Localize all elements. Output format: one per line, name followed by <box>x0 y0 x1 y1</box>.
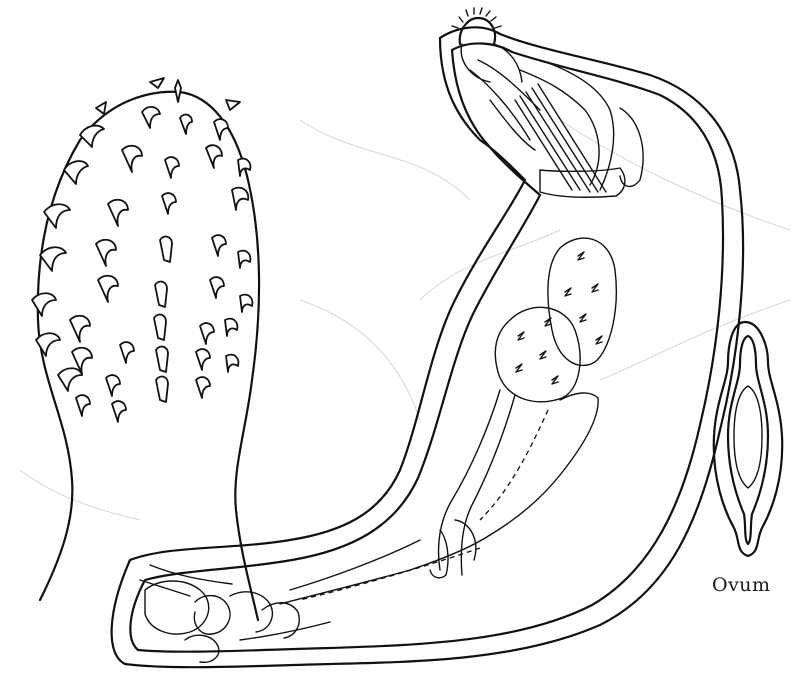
ovum-label: Ovum <box>712 574 771 596</box>
ovum-figure <box>714 322 782 556</box>
background-show-through <box>20 120 790 520</box>
proboscis-hooks <box>32 78 252 422</box>
testis-anterior <box>548 238 616 365</box>
proboscis-figure <box>32 78 259 620</box>
testis-posterior <box>495 307 580 401</box>
ovum-outer-shell <box>714 322 782 556</box>
reproductive-ducts <box>280 390 598 604</box>
bursa-region <box>140 565 330 662</box>
ovum-embryo <box>734 386 762 488</box>
